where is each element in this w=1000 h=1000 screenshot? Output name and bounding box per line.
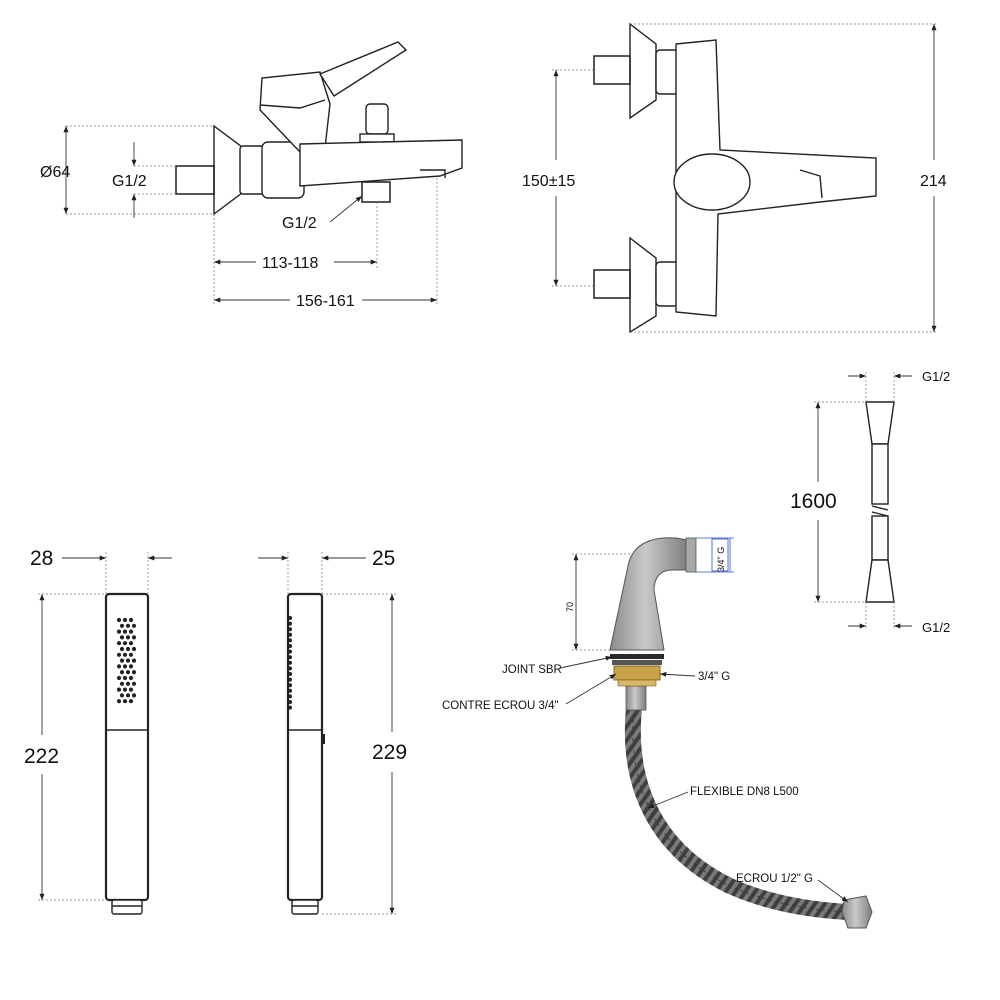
label-end-nut: ECROU 1/2" G [736, 873, 813, 885]
label-counter-nut: CONTRE ECROU 3/4" [442, 700, 559, 712]
nozzle-dot [288, 655, 292, 660]
diverter-kit-illustration: 70 3/4" G JOINT SBR CONTRE ECROU 3/4" 3/… [442, 537, 873, 929]
nozzle-dot [288, 660, 292, 665]
nozzle-grid [116, 617, 137, 704]
nozzle-dot [288, 632, 292, 637]
nozzle-dot [122, 699, 128, 704]
shower-hose: G1/2 1600 G1/2 [790, 369, 950, 635]
nozzle-dot [116, 617, 122, 623]
nozzle-dot [125, 646, 131, 652]
nozzle-dot [131, 635, 137, 640]
dim-centers-label: 150±15 [522, 173, 575, 190]
shower-width-label: 28 [30, 547, 53, 570]
nozzle-dot [119, 658, 125, 663]
hose-bottom-thread-label: G1/2 [922, 620, 950, 635]
nozzle-dot [128, 664, 134, 669]
nozzle-dot [128, 617, 134, 623]
nozzle-dot [131, 693, 137, 698]
shower-side-length-label: 229 [372, 741, 407, 764]
nozzle-dot [119, 646, 125, 652]
nozzle-dot [116, 641, 122, 646]
nozzle-dot [122, 652, 128, 657]
nozzle-dot [288, 688, 292, 693]
kit-height-label: 70 [565, 602, 575, 612]
mixer-side-view: Ø64 G1/2 G1/2 113-118 156-161 [40, 41, 463, 310]
nozzle-dot [288, 683, 292, 688]
nozzle-dot [131, 670, 137, 675]
nozzle-dot [288, 666, 292, 671]
dim-outlet-thread-label: G1/2 [282, 215, 317, 232]
nozzle-dot [288, 700, 292, 704]
nozzle-dot [119, 635, 125, 640]
nozzle-dot [131, 681, 137, 686]
label-flexible: FLEXIBLE DN8 L500 [690, 786, 799, 798]
nozzle-dot [116, 687, 122, 692]
nozzle-dot [116, 699, 122, 704]
nozzle-dot [119, 670, 125, 675]
nozzle-dot [288, 616, 292, 620]
nozzle-dot [125, 635, 131, 640]
nozzle-profile [288, 616, 292, 710]
hose-top-thread-label: G1/2 [922, 369, 950, 384]
nozzle-dot [128, 675, 134, 681]
nozzle-dot [116, 652, 122, 657]
nozzle-dot [119, 623, 125, 628]
dim-overall-depth-label: 156-161 [296, 293, 355, 310]
nozzle-dot [122, 664, 128, 669]
nozzle-dot [131, 646, 137, 652]
nozzle-dot [122, 641, 128, 646]
nozzle-dot [288, 621, 292, 626]
nozzle-dot [288, 694, 292, 699]
nozzle-dot [122, 675, 128, 681]
dim-height-label: 214 [920, 173, 947, 190]
label-thread: 3/4" G [698, 671, 730, 683]
nozzle-dot [125, 623, 131, 628]
nozzle-dot [131, 623, 137, 628]
nozzle-dot [125, 693, 131, 698]
nozzle-dot [288, 672, 292, 676]
nozzle-dot [288, 677, 292, 682]
nozzle-dot [131, 658, 137, 663]
shower-depth-label: 25 [372, 547, 395, 570]
mixer-front-view: 150±15 214 [522, 22, 947, 334]
nozzle-dot [122, 687, 128, 692]
nozzle-dot [116, 629, 122, 634]
nozzle-dot [128, 629, 134, 634]
nozzle-dot [122, 629, 128, 634]
nozzle-dot [125, 658, 131, 663]
nozzle-dot [116, 664, 122, 669]
kit-outlet-thread-label: 3/4" G [716, 547, 726, 572]
shower-front-length-label: 222 [24, 745, 59, 768]
nozzle-dot [288, 649, 292, 654]
nozzle-dot [288, 638, 292, 643]
hand-shower-front-view: 28 222 [24, 547, 172, 915]
nozzle-dot [119, 681, 125, 686]
nozzle-dot [128, 699, 134, 704]
nozzle-dot [288, 627, 292, 632]
nozzle-dot [128, 687, 134, 692]
nozzle-dot [128, 652, 134, 657]
dim-inlet-thread-label: G1/2 [112, 173, 147, 190]
nozzle-dot [125, 670, 131, 675]
dim-spout-outlet-label: 113-118 [262, 255, 318, 272]
hose-length-label: 1600 [790, 490, 837, 513]
nozzle-dot [116, 675, 122, 681]
nozzle-dot [128, 641, 134, 646]
nozzle-dot [288, 705, 292, 710]
nozzle-dot [122, 617, 128, 623]
hand-shower-side-view: 25 229 [258, 547, 407, 915]
label-joint-sbr: JOINT SBR [502, 664, 562, 676]
nozzle-dot [288, 644, 292, 648]
nozzle-dot [125, 681, 131, 686]
nozzle-dot [119, 693, 125, 698]
dim-diameter-label: Ø64 [40, 164, 70, 181]
